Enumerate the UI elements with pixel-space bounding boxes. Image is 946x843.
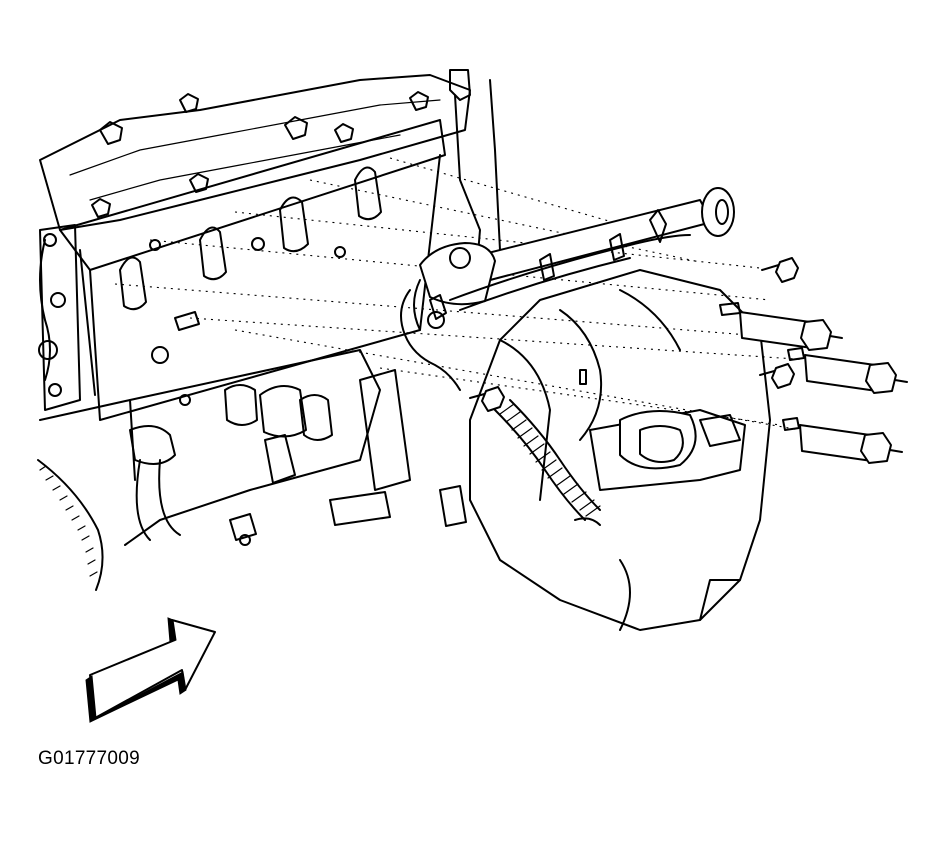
stud-3 [799, 424, 903, 464]
stud-2 [804, 354, 908, 394]
fuel-rail [400, 187, 735, 391]
bolt-mid [759, 363, 795, 389]
cylinder-head [37, 69, 501, 591]
stud-1 [739, 311, 843, 351]
bolt-upper [761, 257, 799, 283]
view-direction-arrow-icon [85, 617, 216, 723]
fastener-group [469, 257, 908, 464]
figure-id-label: G01777009 [38, 748, 141, 769]
bolt-lower [469, 386, 505, 412]
